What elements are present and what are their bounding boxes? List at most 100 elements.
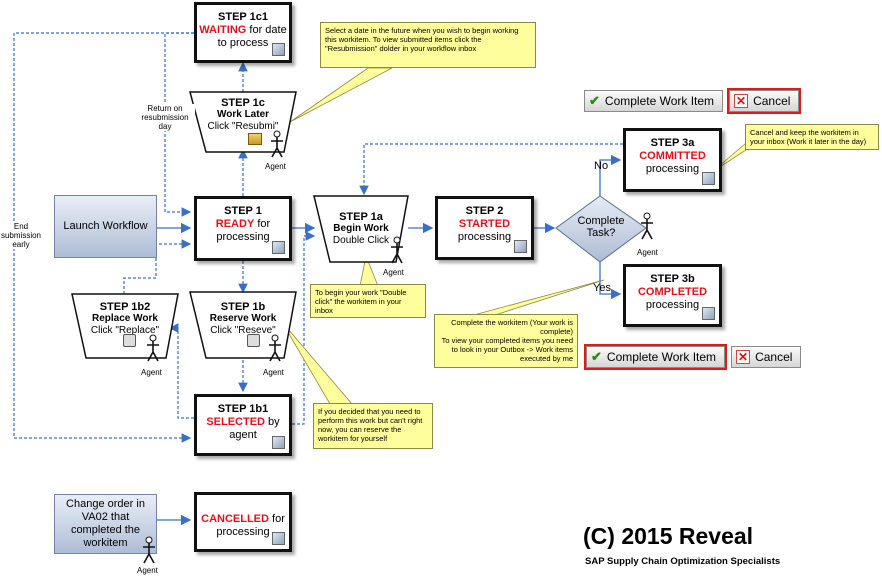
step-1b1-sub: agent xyxy=(229,429,257,441)
step-1c-line1: Work Later xyxy=(216,109,270,120)
cancel-button[interactable]: ✕ Cancel xyxy=(731,346,802,368)
step-3a-box[interactable]: STEP 3a COMMITTED processing xyxy=(623,128,722,192)
step-1b2-replace-work[interactable]: STEP 1b2 Replace Work Click "Replace" xyxy=(80,301,170,337)
step-1b-line1: Reserve Work xyxy=(209,313,277,324)
step-3b-status: COMPLETED xyxy=(637,286,708,298)
step-2-sub: processing xyxy=(457,231,512,243)
complete-button-label: Complete Work Item xyxy=(606,350,717,364)
workitem-icon xyxy=(272,43,285,56)
arrow-step1b2-to-step1 xyxy=(123,239,192,294)
agent-label: Agent xyxy=(137,566,158,575)
note-committed: Cancel and keep the workitem in your inb… xyxy=(745,124,879,150)
step-3b-title: STEP 3b xyxy=(650,273,695,285)
step-1c1-box[interactable]: STEP 1c1 WAITING for date to process xyxy=(194,2,292,63)
complete-work-item-button[interactable]: ✔ Complete Work Item xyxy=(584,90,724,112)
end-submission-early-label: End submission early xyxy=(0,222,42,249)
arrow-step3a-to-step1a xyxy=(359,143,623,196)
checkmark-icon: ✔ xyxy=(591,349,602,364)
cancel-button-label: Cancel xyxy=(755,350,793,364)
step-3a-title: STEP 3a xyxy=(650,137,695,149)
note1-pointer xyxy=(289,67,393,123)
step-1-sub: processing xyxy=(216,231,270,243)
note-resubmission: Select a date in the future when you wis… xyxy=(320,22,536,68)
cancelled-rest: for xyxy=(268,513,285,525)
decision-line2: Task? xyxy=(586,227,616,239)
step-1a-begin-work[interactable]: STEP 1a Begin Work Double Click xyxy=(320,211,402,247)
step-1-rest: for xyxy=(254,218,271,230)
step-1c1-sub: to process xyxy=(217,37,269,49)
agent-label: Agent xyxy=(383,268,404,277)
step-1-box[interactable]: STEP 1 READY for processing xyxy=(194,196,292,261)
step-1b1-box[interactable]: STEP 1b1 SELECTED by agent xyxy=(194,394,292,456)
step-3a-sub: processing xyxy=(645,163,700,175)
close-icon: ✕ xyxy=(736,350,751,364)
trap-1a-shape xyxy=(313,195,409,263)
workitem-icon xyxy=(514,240,527,253)
step-2-status: STARTED xyxy=(458,218,511,230)
step-1b2-line1: Replace Work xyxy=(92,313,158,324)
agent-icon xyxy=(147,334,159,362)
step-1-status: READY xyxy=(215,218,255,230)
step-1a-title: STEP 1a xyxy=(339,211,383,223)
trap-1b2-shape xyxy=(71,293,179,359)
step-1b-line2: Click "Reseve" xyxy=(210,325,276,336)
button-bar-top: ✔ Complete Work Item ✕Cancel xyxy=(584,88,802,114)
note-reserve: If you decided that you need to perform … xyxy=(313,403,433,449)
agent-label: Agent xyxy=(265,162,286,171)
agent-icon xyxy=(269,334,281,362)
workitem-icon xyxy=(272,241,285,254)
step-2-box[interactable]: STEP 2 STARTED processing xyxy=(435,196,534,260)
agent-icon xyxy=(391,236,403,264)
agent-label: Agent xyxy=(263,368,284,377)
complete-work-item-button[interactable]: ✔ Complete Work Item xyxy=(583,344,728,370)
cancelled-status: CANCELLED xyxy=(201,513,269,525)
step-1a-line2: Double Click xyxy=(332,235,390,246)
arrow-decision-yes xyxy=(599,262,622,300)
cancelled-box[interactable]: CANCELLED for processing xyxy=(194,492,292,552)
replace-icon xyxy=(123,334,136,347)
step-1b2-line2: Click "Replace" xyxy=(90,325,160,336)
step-1c1-title: STEP 1c1 xyxy=(218,11,268,23)
arrow-step1b1-to-step1b2 xyxy=(168,323,194,419)
note5-pointer xyxy=(281,321,353,405)
decision-diamond xyxy=(555,195,647,263)
step-1a-line1: Begin Work xyxy=(333,223,389,234)
launch-workflow-box[interactable]: Launch Workflow xyxy=(54,195,157,258)
step-1c-title: STEP 1c xyxy=(221,97,265,109)
workitem-icon xyxy=(272,436,285,449)
trap-1c-shape xyxy=(189,91,297,153)
agent-label: Agent xyxy=(637,248,658,257)
arrow-decision-no xyxy=(599,154,622,196)
complete-button-label: Complete Work Item xyxy=(604,94,715,108)
step-1c1-status: WAITING xyxy=(199,24,247,36)
copyright-text: (C) 2015 Reveal xyxy=(583,523,754,549)
step-1b1-rest: by xyxy=(265,416,280,428)
step-2-title: STEP 2 xyxy=(465,205,504,217)
step-1b-reserve-work[interactable]: STEP 1b Reserve Work Click "Reseve" xyxy=(198,301,288,337)
trap-1b-shape xyxy=(189,291,297,359)
step-1c1-rest: for date xyxy=(246,24,287,36)
cancelled-sub: processing xyxy=(216,526,270,538)
step-3b-box[interactable]: STEP 3b COMPLETED processing xyxy=(623,264,722,327)
reserve-icon xyxy=(247,334,260,347)
cancel-button[interactable]: ✕Cancel xyxy=(727,88,802,114)
step-1c-work-later[interactable]: STEP 1c Work Later Click "Resubmi" xyxy=(198,97,288,133)
step-1-title: STEP 1 xyxy=(224,205,262,217)
checkmark-icon: ✔ xyxy=(589,93,600,108)
note4-pointer xyxy=(469,279,605,317)
agent-icon xyxy=(641,212,653,240)
workitem-icon xyxy=(272,532,285,545)
note-completed: Complete the workitem (Your work is comp… xyxy=(434,314,578,368)
step-3b-sub: processing xyxy=(645,299,700,311)
button-bar-bottom: ✔ Complete Work Item ✕ Cancel xyxy=(583,344,802,370)
arrow-return-resubmission xyxy=(164,32,194,217)
cancel-button-label: Cancel xyxy=(753,94,791,108)
tagline-text: SAP Supply Chain Optimization Specialist… xyxy=(585,556,781,567)
step-1b1-status: SELECTED xyxy=(206,416,265,428)
step-1c-line2: Click "Resubmi" xyxy=(207,121,279,132)
step-3a-status: COMMITTED xyxy=(639,150,706,162)
change-order-box[interactable]: Change order in VA02 that completed the … xyxy=(54,494,157,554)
step-1b1-title: STEP 1b1 xyxy=(217,403,269,415)
agent-label: Agent xyxy=(141,368,162,377)
agent-icon xyxy=(271,130,283,158)
